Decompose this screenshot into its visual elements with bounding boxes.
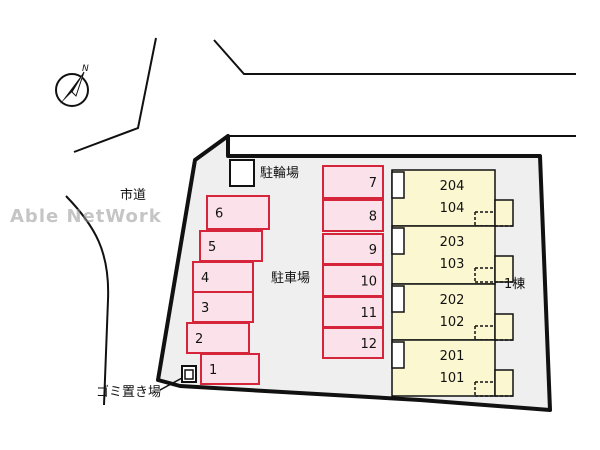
parking-space-label: 6 xyxy=(215,207,223,222)
road-lines xyxy=(65,37,576,406)
parking-space-6 xyxy=(206,195,270,230)
unit-upper-number: 201 xyxy=(440,349,465,364)
north-arrow-icon: N xyxy=(55,64,89,107)
bicycle-parking-label: 駐輪場 xyxy=(260,165,299,181)
unit-upper-number: 203 xyxy=(440,235,465,250)
parking-space-label: 9 xyxy=(369,243,377,258)
parking-space-8 xyxy=(322,199,384,232)
parking-space-label: 12 xyxy=(360,337,377,352)
parking-space-1 xyxy=(200,353,260,385)
parking-space-12 xyxy=(322,327,384,359)
parking-space-4 xyxy=(192,261,254,293)
parking-label: 駐車場 xyxy=(271,271,310,286)
bicycle-parking-box xyxy=(229,159,255,187)
road-label: 市道 xyxy=(120,187,146,203)
parking-space-3 xyxy=(192,291,254,323)
unit-lower-number: 101 xyxy=(440,371,465,386)
parking-space-2 xyxy=(186,322,250,354)
unit-lower-number: 103 xyxy=(440,257,465,272)
unit-lower-number: 102 xyxy=(440,315,465,330)
watermark: Able NetWork xyxy=(10,206,162,227)
parking-space-label: 8 xyxy=(369,210,377,225)
parking-space-7 xyxy=(322,165,384,199)
parking-space-label: 3 xyxy=(201,301,209,316)
parking-space-11 xyxy=(322,296,384,328)
compass-north-label: N xyxy=(82,64,89,74)
unit-upper-number: 202 xyxy=(440,293,465,308)
parking-space-label: 10 xyxy=(360,275,377,290)
parking-space-label: 5 xyxy=(208,240,216,255)
parking-space-label: 2 xyxy=(195,332,203,347)
parking-space-label: 11 xyxy=(360,306,377,321)
parking-space-label: 7 xyxy=(369,176,377,191)
garbage-leader-line xyxy=(159,377,183,391)
garbage-label: ゴミ置き場 xyxy=(96,384,161,400)
unit-upper-number: 204 xyxy=(440,179,465,194)
parking-space-5 xyxy=(199,230,263,262)
unit-lower-number: 104 xyxy=(440,201,465,216)
parking-space-label: 1 xyxy=(209,363,217,378)
building-label: 1棟 xyxy=(504,277,525,292)
parking-space-label: 4 xyxy=(201,271,209,286)
